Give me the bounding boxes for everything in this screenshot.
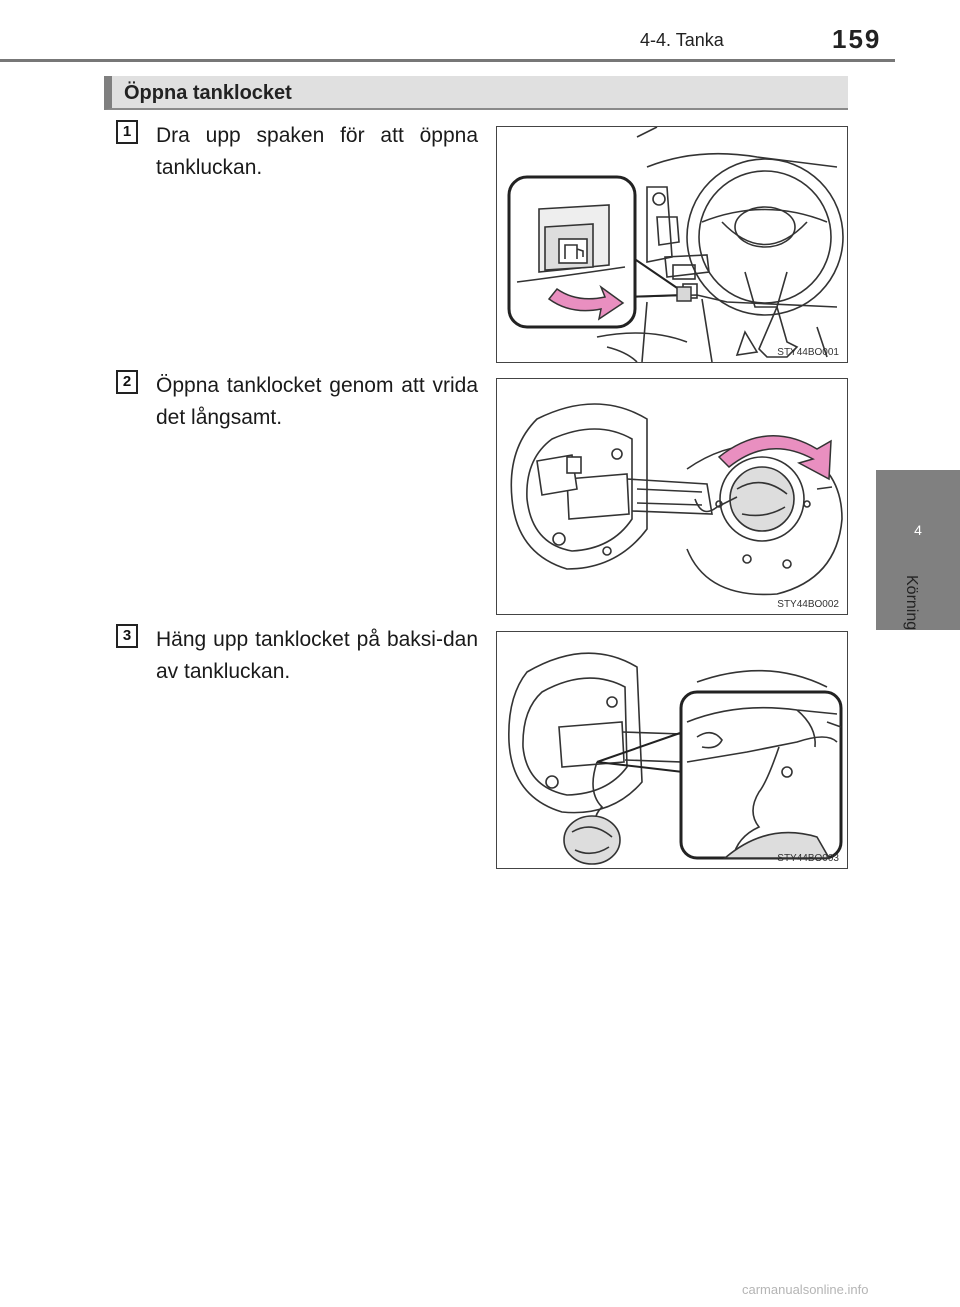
header-rule — [0, 59, 895, 62]
page-number: 159 — [832, 24, 882, 54]
step-instruction: Dra upp spaken för att öppna tankluckan. — [156, 124, 478, 179]
chapter-title-text: Körning — [903, 575, 920, 631]
chapter-number: 4 — [914, 522, 922, 538]
figure-code: STY44BO002 — [777, 599, 839, 610]
chapter-tab — [876, 470, 960, 630]
section-title-bar — [104, 76, 848, 110]
step-instruction: Häng upp tanklocket på baksi-dan av tank… — [156, 628, 478, 683]
figure-hang-fuel-cap: STY44BO003 — [496, 631, 848, 869]
section-title: Öppna tanklocket — [124, 82, 292, 104]
watermark: carmanualsonline.info — [742, 1282, 869, 1297]
figure-open-fuel-cap: STY44BO002 — [496, 378, 848, 615]
section-label: 4-4. Tanka — [640, 30, 724, 50]
figure-code: STY44BO001 — [777, 347, 839, 358]
step-number-badge: 1 — [116, 120, 138, 144]
step-number-badge: 3 — [116, 624, 138, 648]
figure-fuel-door-lever: STY44BO001 — [496, 126, 848, 363]
hang-cap-illustration — [508, 652, 843, 865]
fuel-cap-illustration — [510, 403, 843, 596]
chapter-title: Körning — [903, 575, 930, 665]
figure-code: STY44BO003 — [777, 853, 839, 864]
step-instruction: Öppna tanklocket genom att vrida det lån… — [156, 374, 478, 429]
fuel-lever-illustration — [507, 127, 844, 362]
step-number-badge: 2 — [116, 370, 138, 394]
